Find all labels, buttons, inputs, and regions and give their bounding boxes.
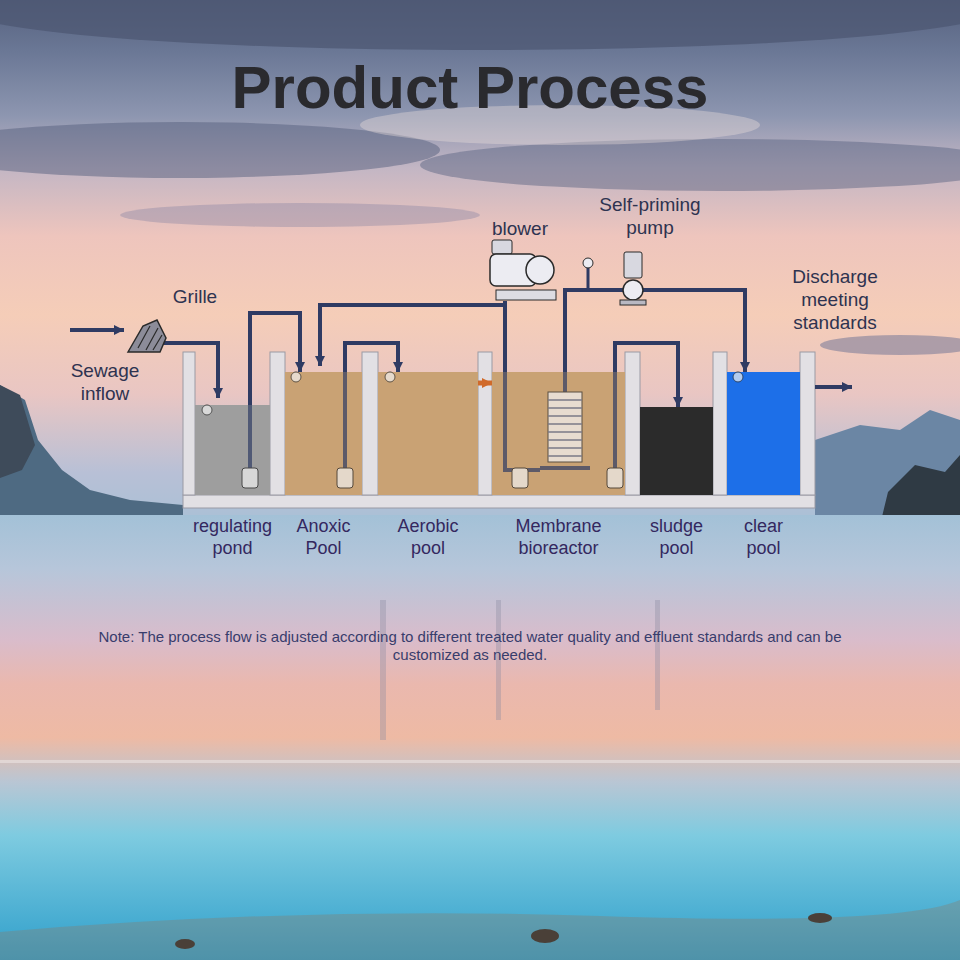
pebble: [808, 913, 832, 923]
rocks: [880, 455, 960, 525]
grille-symbol: [128, 320, 166, 352]
tank-box: clear pool: [727, 372, 800, 495]
cloud: [0, 0, 960, 50]
tank-label-box: regulating pond: [188, 516, 278, 559]
tank-floor: [183, 495, 815, 508]
grille-bars: [138, 326, 162, 350]
tank-wall: [625, 352, 640, 495]
valve-stem: [587, 266, 590, 290]
cliff: [0, 385, 35, 478]
label-box: Sewage inflow: [48, 360, 162, 406]
part-label: Discharge meeting standards: [776, 266, 894, 334]
grille-body: [128, 320, 166, 352]
note-text: Note: The process flow is adjusted accor…: [90, 628, 850, 664]
pump-body: [623, 280, 643, 300]
cloud: [420, 139, 960, 191]
outflow-arrow: [815, 385, 852, 389]
label-box: blower: [470, 218, 570, 241]
tank-structure: [183, 352, 815, 508]
tank-box: Aerobic pool: [378, 372, 478, 495]
part-label: Grille: [155, 286, 235, 309]
pebble: [175, 939, 195, 949]
mountain: [815, 410, 960, 525]
tank-box: Anoxic Pool: [285, 372, 362, 495]
air-pipe: [320, 305, 505, 366]
pump-base: [620, 300, 646, 305]
tank-label-box: clear pool: [726, 516, 802, 559]
reflections: [0, 600, 960, 763]
valve: [583, 258, 593, 268]
tank-label-box: sludge pool: [634, 516, 720, 559]
flow-pipe: [478, 381, 492, 386]
title: Product Process: [0, 52, 940, 124]
part-label: blower: [470, 218, 570, 241]
sky: [0, 0, 960, 525]
tank-label: Membrane bioreactor: [491, 516, 627, 559]
blower-stand: [496, 290, 556, 300]
water-fill: [378, 372, 478, 495]
clouds: [0, 0, 960, 355]
tank-wall: [713, 352, 727, 495]
flow-pipe: [565, 290, 745, 372]
blower-symbol: [490, 240, 556, 300]
pump-symbol: [583, 252, 646, 305]
water-fill: [285, 372, 362, 495]
part-label: Self-priming pump: [580, 194, 720, 240]
sea: [0, 515, 960, 960]
tank-label-box: Membrane bioreactor: [491, 516, 627, 559]
water-fill: [640, 407, 713, 495]
blower-motor: [492, 240, 512, 254]
label-box: Note: The process flow is adjusted accor…: [90, 628, 850, 664]
label-box: Discharge meeting standards: [776, 266, 894, 334]
tank-label: sludge pool: [634, 516, 720, 559]
pump-motor: [624, 252, 642, 278]
tank-wall: [270, 352, 285, 495]
reflection: [655, 600, 660, 710]
tank-label: regulating pond: [188, 516, 278, 559]
tank-box: regulating pond: [195, 405, 270, 495]
beach: [0, 900, 960, 960]
reflection: [0, 760, 960, 763]
tank-wall: [183, 352, 195, 495]
cloud: [820, 335, 960, 355]
tank-label: Aerobic pool: [380, 516, 476, 559]
mountain: [0, 385, 183, 525]
tank-box: sludge pool: [640, 407, 713, 495]
water-fill: [727, 372, 800, 495]
pebble: [531, 929, 559, 943]
tank-label-box: Anoxic Pool: [279, 516, 369, 559]
flow-pipe: [345, 343, 398, 372]
part-label: Sewage inflow: [48, 360, 162, 406]
label-box: Self-priming pump: [580, 194, 720, 240]
tank-wall: [800, 352, 815, 495]
tank-box: Membrane bioreactor: [492, 372, 625, 495]
tank-label-box: Aerobic pool: [380, 516, 476, 559]
blower-fan: [526, 256, 554, 284]
tank-wall: [478, 352, 492, 495]
cloud: [120, 203, 480, 227]
grille-outlet-pipe: [160, 343, 218, 398]
inflow-arrow: [70, 328, 124, 332]
tank-label: Anoxic Pool: [279, 516, 369, 559]
tank-label: clear pool: [726, 516, 802, 559]
label-box: Grille: [155, 286, 235, 309]
water-fill: [492, 372, 625, 495]
reflection: [380, 600, 386, 740]
title-box: Product Process: [0, 52, 940, 124]
water-fill: [195, 405, 270, 495]
tank-wall: [362, 352, 378, 495]
